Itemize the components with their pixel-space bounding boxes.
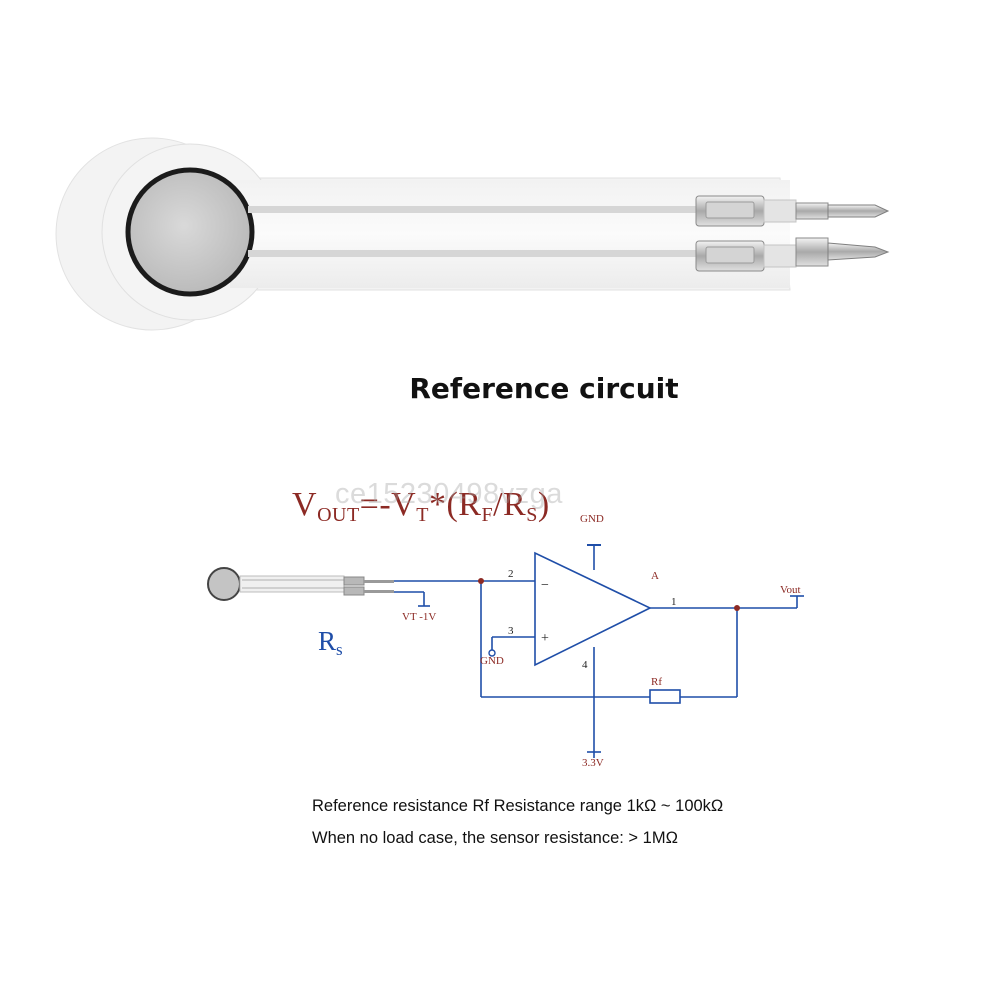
op-amp-symbol bbox=[534, 551, 652, 667]
supply-label: 3.3V bbox=[582, 757, 604, 769]
formula-slash: /R bbox=[493, 486, 527, 523]
formula-open: (R bbox=[446, 486, 482, 523]
sensor-thumbnail-icon bbox=[207, 567, 394, 601]
formula-out-sub: OUT bbox=[317, 504, 360, 526]
plus-sign: + bbox=[541, 631, 549, 646]
note-reference-resistance: Reference resistance Rf Resistance range… bbox=[312, 797, 724, 815]
gnd-top-label: GND bbox=[580, 513, 604, 525]
force-sensor-photo bbox=[55, 137, 890, 331]
formula-close: ) bbox=[537, 486, 550, 523]
vt-label: VT -1V bbox=[402, 611, 436, 623]
resistor-symbol bbox=[649, 689, 681, 704]
formula-vt: V bbox=[391, 486, 417, 523]
pin-3-label: 3 bbox=[508, 625, 514, 637]
minus-sign: − bbox=[541, 578, 549, 593]
section-heading: Reference circuit bbox=[409, 372, 679, 405]
gnd-left-label: GND bbox=[480, 655, 504, 667]
vout-label: Vout bbox=[780, 584, 801, 596]
formula-mult: * bbox=[428, 486, 447, 523]
amp-label: A bbox=[651, 570, 659, 582]
formula-v: V bbox=[292, 486, 318, 523]
formula-rs-sub: S bbox=[526, 504, 538, 526]
sensor-resistance-label: Rs bbox=[318, 626, 343, 660]
connector-lower bbox=[695, 237, 890, 272]
pin-4-label: 4 bbox=[582, 659, 588, 671]
formula-equals: =- bbox=[359, 486, 392, 523]
formula-rf-sub: F bbox=[481, 504, 494, 526]
pin-1-label: 1 bbox=[671, 596, 677, 608]
ground-symbol bbox=[488, 649, 496, 657]
rf-label: Rf bbox=[651, 676, 662, 688]
rs-letter: R bbox=[318, 626, 337, 656]
rs-sub: s bbox=[336, 640, 343, 659]
output-formula: VOUT=-VT*(RF/RS) bbox=[292, 486, 550, 527]
note-no-load-resistance: When no load case, the sensor resistance… bbox=[312, 829, 678, 847]
reference-circuit-diagram: − + GND A 2 3 1 4 VT -1V GND Vout Rf 3.3… bbox=[207, 513, 804, 769]
connector-upper bbox=[695, 195, 890, 227]
watermark: ce15230498vzga bbox=[335, 478, 563, 510]
pin-2-label: 2 bbox=[508, 568, 514, 580]
formula-vt-sub: T bbox=[416, 504, 429, 526]
